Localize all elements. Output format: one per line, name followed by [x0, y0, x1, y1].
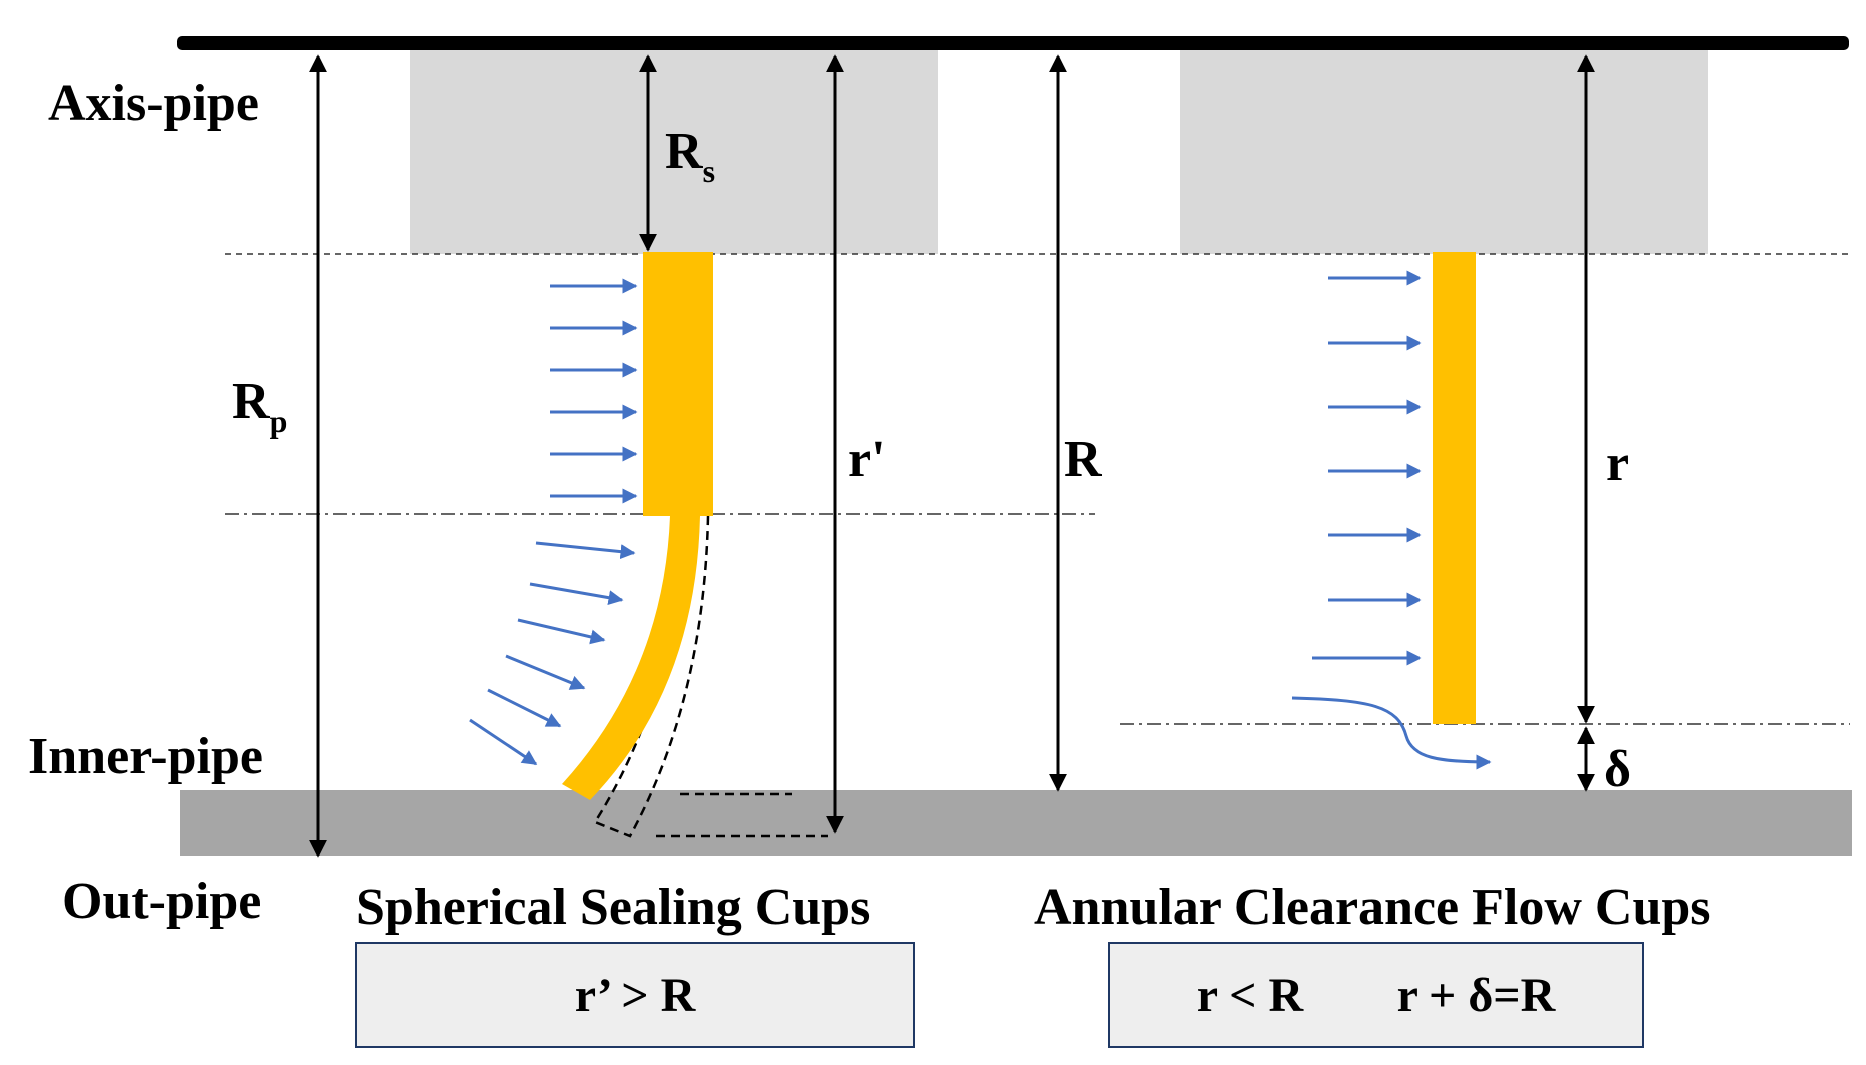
rs-symbol: Rs [665, 123, 715, 189]
spherical-cups-title: Spherical Sealing Cups [356, 879, 870, 936]
R-symbol: R [1064, 431, 1103, 488]
flow-arrow [487, 688, 562, 728]
spherical-cup-undeformed-outline [593, 515, 710, 838]
delta-symbol: δ [1604, 741, 1631, 798]
spherical-flow-arrows [469, 278, 638, 766]
r-prime-symbol: r' [848, 431, 886, 488]
axis-pipe-block-left [410, 48, 938, 254]
annular-flow-arrows [1291, 270, 1492, 770]
axis-pipe-label: Axis-pipe [48, 75, 259, 132]
flow-arrow [505, 654, 586, 690]
annular-cups-title: Annular Clearance Flow Cups [1034, 879, 1711, 936]
annular-cup [1433, 252, 1476, 724]
annular-condition-text-2: r + δ=R [1396, 968, 1556, 1022]
annular-condition-text-1: r < R [1196, 968, 1304, 1022]
inner-pipe-label: Inner-pipe [28, 728, 263, 785]
spherical-condition-box: r’ > R [355, 942, 915, 1048]
spherical-cup-bent-lip [562, 516, 700, 800]
flow-arrow [517, 618, 606, 645]
spherical-condition-text: r’ > R [574, 968, 696, 1022]
r-symbol: r [1606, 435, 1629, 492]
axis-pipe-block-right [1180, 48, 1708, 254]
annular-condition-box: r < R r + δ=R [1108, 942, 1644, 1048]
clearance-leak-flow-arrow [1291, 696, 1492, 770]
out-pipe-label: Out-pipe [62, 873, 261, 930]
axis-line [177, 36, 1849, 50]
flow-arrow [529, 582, 624, 606]
flow-arrow [469, 718, 538, 766]
out-pipe-wall [180, 790, 1852, 856]
rp-symbol: Rp [232, 373, 287, 439]
spherical-cup-base [643, 252, 713, 516]
flow-arrow [535, 541, 636, 560]
